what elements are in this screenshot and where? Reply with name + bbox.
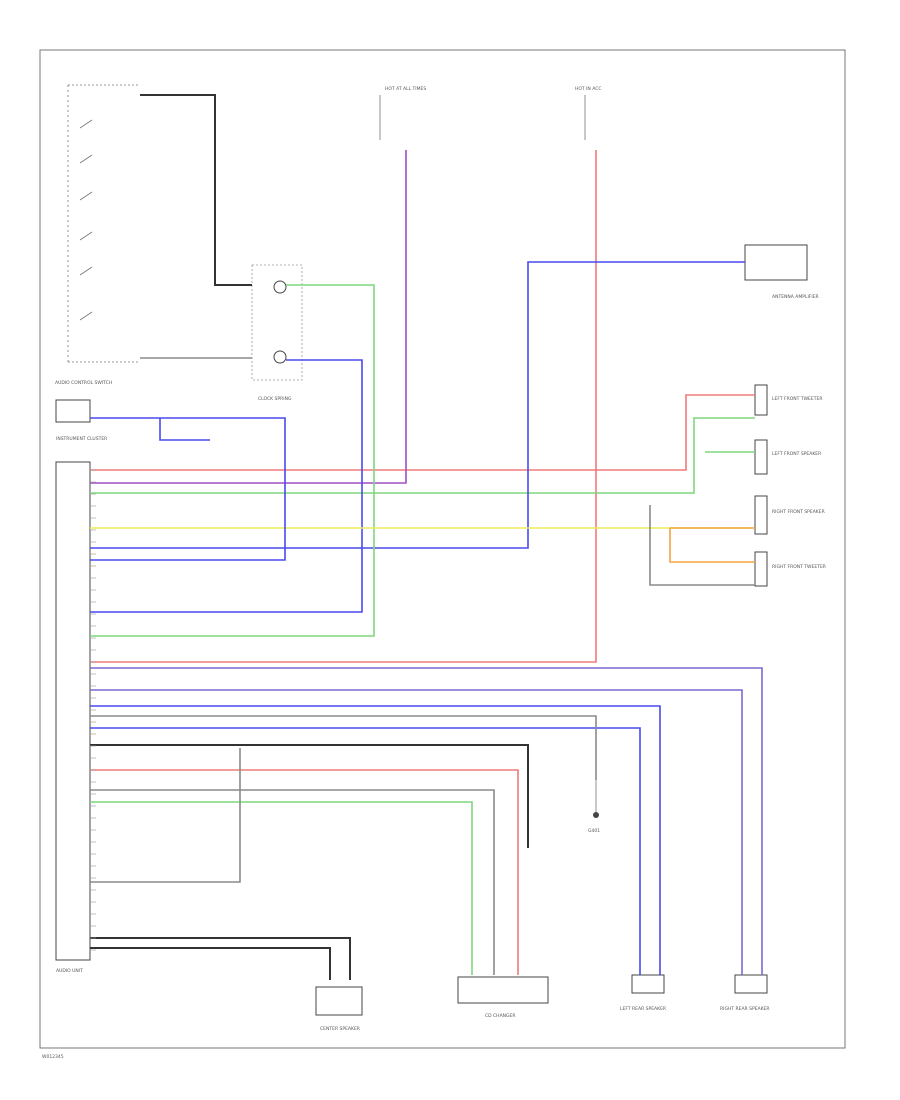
right-front-tweeter-box xyxy=(754,551,768,587)
antenna-amplifier-label: ANTENNA AMPLIFIER xyxy=(772,294,819,300)
right-rear-speaker-label: RIGHT REAR SPEAKER xyxy=(720,1006,770,1012)
antenna-amplifier-box xyxy=(744,244,808,281)
cd-changer-box xyxy=(457,976,549,1004)
right-front-tweeter-label: RIGHT FRONT TWEETER xyxy=(772,564,826,570)
wire-dark-cd xyxy=(90,744,529,848)
wires xyxy=(90,94,763,980)
audio-unit-box xyxy=(55,461,91,961)
wire-gray-cs-bus xyxy=(90,748,241,883)
center-speaker-label: CENTER SPEAKER xyxy=(320,1026,360,1032)
audio-unit-label: AUDIO UNIT xyxy=(56,968,83,974)
hot-in-acc-label: HOT IN ACC xyxy=(575,86,602,92)
cd-changer-label: CD CHANGER xyxy=(485,1013,515,1019)
diagram-code: W012345 xyxy=(42,1054,64,1060)
wire-red-cd xyxy=(90,769,519,975)
wire-blue-lr2 xyxy=(90,727,641,975)
wire-red-hot-in-acc xyxy=(90,394,755,471)
wire-green-lf xyxy=(90,417,755,494)
hot-at-all-times-label: HOT AT ALL TIMES xyxy=(385,86,426,92)
wire-blue-cs xyxy=(90,359,363,613)
wire-red-fuse-down xyxy=(90,150,597,663)
connector-pins xyxy=(90,469,96,951)
wire-dark-center1 xyxy=(90,937,351,980)
wire-violet-rr1 xyxy=(90,667,763,975)
wire-green-cd xyxy=(90,801,473,975)
wire-blue-dim xyxy=(90,417,286,561)
audio-control-switch-label: AUDIO CONTROL SWITCH xyxy=(55,380,112,386)
right-rear-speaker-box xyxy=(734,974,768,994)
left-front-tweeter-box xyxy=(754,384,768,416)
wire-violet-rr2 xyxy=(90,689,743,975)
wire-gray-rf xyxy=(649,505,755,586)
wire-purple-hot xyxy=(90,150,407,484)
ground-label: G401 xyxy=(588,828,600,834)
hot-at-all-times-fuse: HOT AT ALL TIMES xyxy=(379,86,426,140)
audio-control-switch: AUDIO CONTROL SWITCH xyxy=(55,84,140,386)
wire-orange-rf xyxy=(669,527,755,563)
wire-dark-switch xyxy=(140,94,252,286)
wire-blue-lr1 xyxy=(90,705,661,975)
left-rear-speaker-label: LEFT REAR SPEAKER xyxy=(620,1006,666,1012)
center-speaker-box xyxy=(315,986,363,1016)
right-front-speaker-label: RIGHT FRONT SPEAKER xyxy=(772,509,825,515)
wire-gray-ground xyxy=(90,715,597,780)
instrument-cluster-box xyxy=(55,399,91,423)
left-rear-speaker-box xyxy=(631,974,665,994)
wire-dark-center2 xyxy=(90,947,331,980)
clock-spring-label: CLOCK SPRING xyxy=(258,396,292,402)
ground: G401 xyxy=(588,780,600,834)
hot-in-acc-fuse: HOT IN ACC xyxy=(575,86,602,140)
wire-blue-antenna xyxy=(90,261,745,549)
left-front-speaker-box xyxy=(754,439,768,475)
wire-green-cs xyxy=(90,284,375,637)
wire-gray-cd xyxy=(90,789,495,975)
left-front-tweeter-label: LEFT FRONT TWEETER xyxy=(772,396,822,402)
clock-spring: CLOCK SPRING xyxy=(251,264,303,402)
instrument-cluster-label: INSTRUMENT CLUSTER xyxy=(56,436,107,442)
diagram-frame xyxy=(39,49,846,1049)
right-front-speaker-box xyxy=(754,495,768,535)
left-front-speaker-label: LEFT FRONT SPEAKER xyxy=(772,451,821,457)
